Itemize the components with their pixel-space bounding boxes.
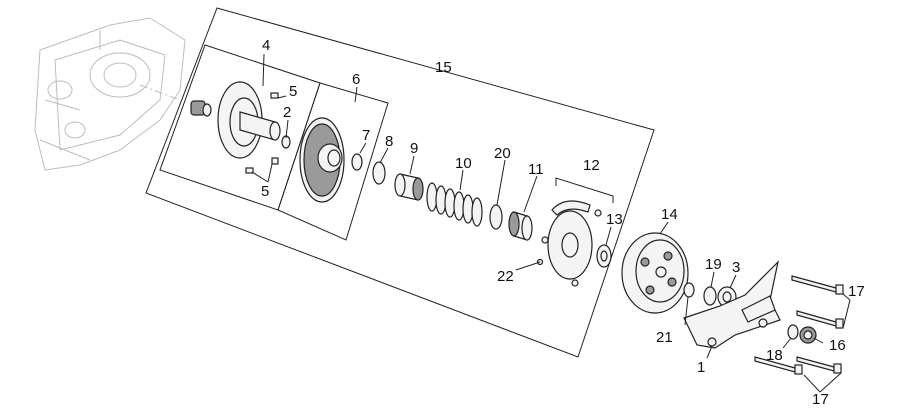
callout-11: 11: [528, 161, 544, 178]
callout-17-top: 17: [848, 283, 865, 300]
part-20-ring: [489, 204, 503, 230]
callout-13: 13: [606, 211, 623, 228]
bracket-12: [555, 177, 614, 203]
part-6-movable-pulley: [299, 117, 345, 203]
leader-lines: [251, 53, 851, 393]
part-9-sleeve: [394, 173, 424, 201]
part-18-washer: [787, 324, 799, 340]
callout-20: 20: [494, 145, 511, 162]
callout-15: 15: [435, 59, 452, 76]
callout-5-top: 5: [289, 83, 297, 100]
callout-labels: 4 5 2 5 6 7 8 9 10 15 20 11 12 13 14 22 …: [261, 37, 865, 408]
callout-1: 1: [697, 359, 705, 376]
part-5-rollers: [245, 92, 279, 174]
callout-21: 21: [656, 329, 673, 346]
callout-8: 8: [385, 133, 393, 150]
part-10-spring: [426, 182, 483, 227]
part-13-washer: [596, 244, 612, 268]
callout-7: 7: [362, 127, 370, 144]
part-1-support: [683, 260, 781, 349]
part-21-ring: [683, 282, 695, 298]
callout-4: 4: [262, 37, 270, 54]
callout-5-bottom: 5: [261, 183, 269, 200]
subframe-6: [277, 82, 389, 241]
callout-2: 2: [283, 104, 291, 121]
part-7-oring: [351, 153, 363, 171]
callout-10: 10: [455, 155, 472, 172]
assembly-frame-15: [145, 7, 655, 358]
callout-14: 14: [661, 206, 678, 223]
callout-18: 18: [766, 347, 783, 364]
part-16-nut: [799, 326, 817, 344]
part-14-clutch-bell: [621, 232, 689, 314]
callout-17-bottom: 17: [812, 391, 829, 408]
callout-22: 22: [497, 268, 514, 285]
part-4-drive-pulley: [190, 81, 281, 159]
callout-12: 12: [583, 157, 600, 174]
part-8-oring: [372, 161, 386, 185]
part-11-collar: [508, 211, 533, 241]
callout-6: 6: [352, 71, 360, 88]
callout-19: 19: [705, 256, 722, 273]
engine-case-ghost: [34, 17, 186, 171]
callout-9: 9: [410, 140, 418, 157]
part-17-bolts: [754, 275, 844, 375]
part-19-circlip: [703, 286, 717, 306]
callout-3: 3: [732, 259, 740, 276]
part-12-clutch: [536, 200, 602, 287]
callout-16: 16: [829, 337, 846, 354]
